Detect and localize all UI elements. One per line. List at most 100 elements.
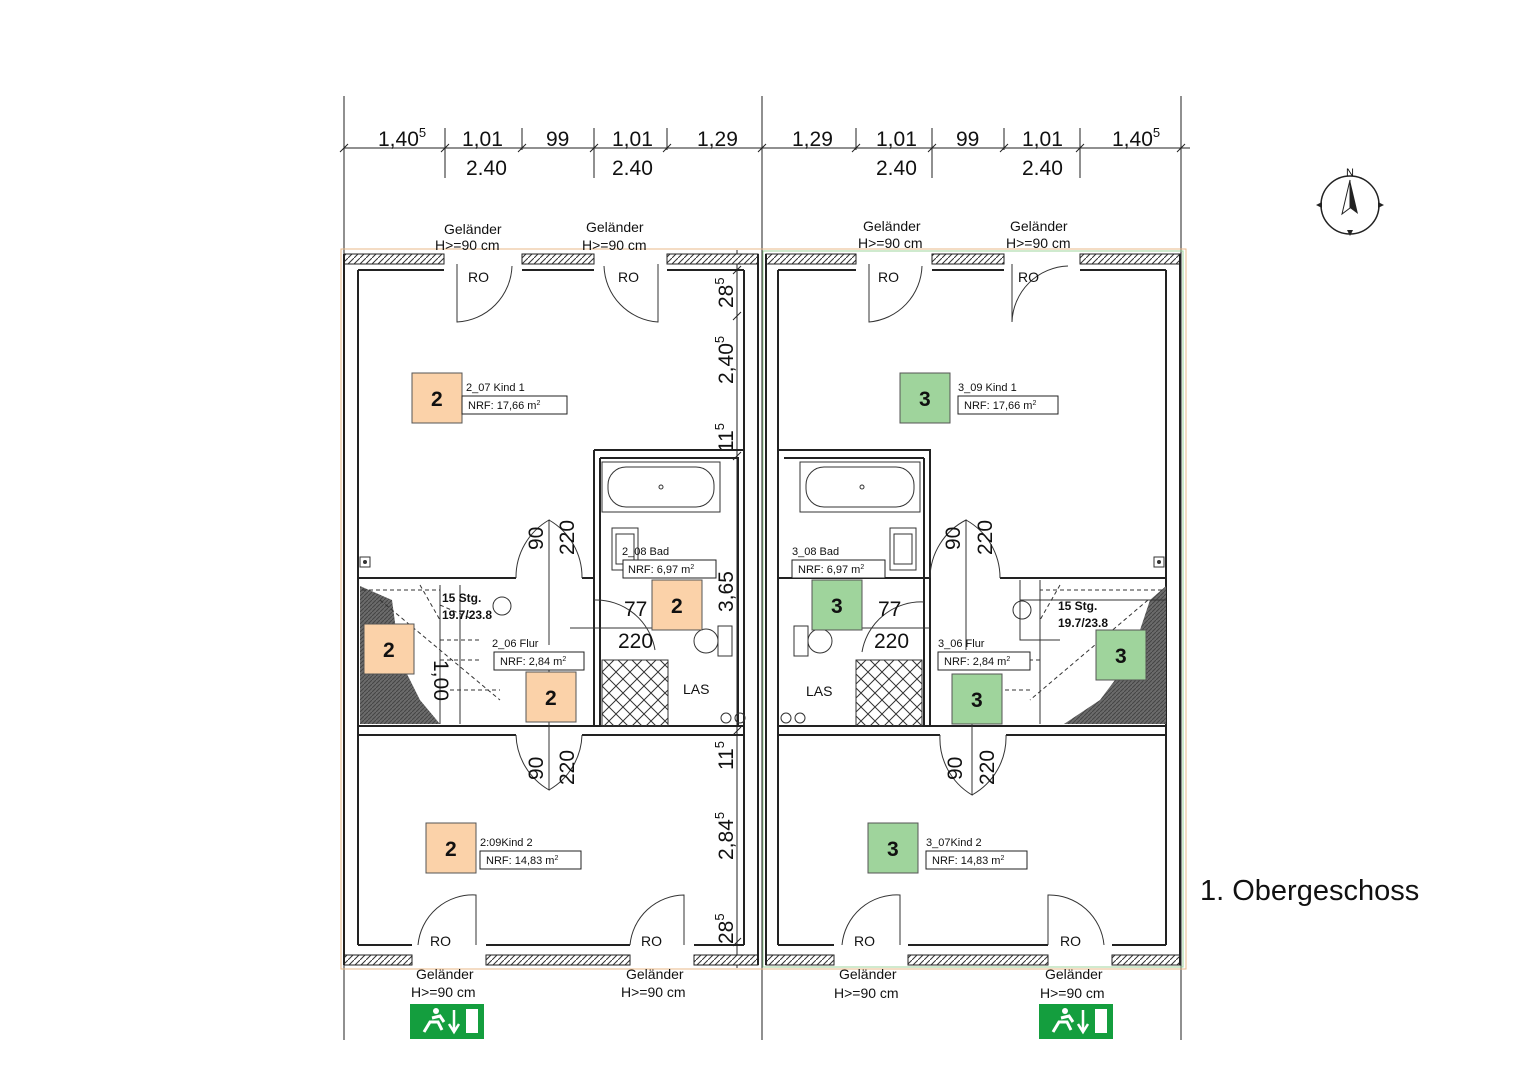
unit-badge-number: 3 xyxy=(831,595,843,618)
dim-top-left-3: 99 xyxy=(546,128,569,151)
stair-steps: 15 Stg. xyxy=(1058,599,1097,613)
room-area: NRF: 2,84 m2 xyxy=(500,656,566,668)
room-name: 2_06 Flur xyxy=(492,638,539,650)
door-width: 77 xyxy=(624,598,647,621)
unit-badge xyxy=(951,673,1003,725)
vertical-dimension-chain: 285 2,405 115 3,65 115 2,845 285 xyxy=(712,250,742,968)
dim-top-right-2: 1,01 xyxy=(876,128,917,151)
door-width: 90 xyxy=(942,527,965,550)
unit-badge-number: 3 xyxy=(1115,645,1127,668)
bathtub-icon xyxy=(601,461,721,513)
railing-height: H>=90 cm xyxy=(834,985,899,1001)
room-area: NRF: 2,84 m2 xyxy=(944,656,1010,668)
railing-label: Geländer xyxy=(839,966,897,982)
dim-vert-7: 285 xyxy=(712,913,738,944)
unit-badge-number: 2 xyxy=(671,595,683,618)
room-name: 3_06 Flur xyxy=(938,638,985,650)
toilet-icon xyxy=(693,625,733,657)
door-height: 220 xyxy=(976,750,999,785)
dim-bottom-right-1: 2.40 xyxy=(876,157,917,180)
room-name: 2_07 Kind 1 xyxy=(466,382,525,394)
door-height: 220 xyxy=(556,520,579,555)
room-name: 3_07Kind 2 xyxy=(926,837,982,849)
railing-labels: Geländer H>=90 cm Geländer H>=90 cm Gelä… xyxy=(411,218,1105,1001)
window-label: RO xyxy=(1018,269,1039,285)
shower-icon xyxy=(601,659,669,727)
outer-walls xyxy=(340,248,1187,970)
unit-badge-number: 2 xyxy=(431,388,443,411)
railing-label: Geländer xyxy=(863,218,921,234)
unit-badge xyxy=(899,372,951,424)
unit-badge xyxy=(425,822,477,874)
dim-top-left-4: 1,01 xyxy=(612,128,653,151)
railing-label: Geländer xyxy=(626,966,684,982)
door-width: 90 xyxy=(944,757,967,780)
unit-badge xyxy=(411,372,463,424)
stair-steps: 15 Stg. xyxy=(442,591,481,605)
dim-bottom-right-2: 2.40 xyxy=(1022,157,1063,180)
window-label: RO xyxy=(1060,933,1081,949)
dim-vert-5: 115 xyxy=(712,741,738,770)
stairs-right: 15 Stg. 19.7/23.8 xyxy=(980,580,1166,724)
dim-bottom-left-2: 2.40 xyxy=(612,157,653,180)
floor-title: 1. Obergeschoss xyxy=(1200,875,1419,907)
railing-height: H>=90 cm xyxy=(1006,235,1071,251)
unit-badge xyxy=(525,671,577,723)
dim-vert-3: 115 xyxy=(712,423,738,452)
window-label: RO xyxy=(854,933,875,949)
railing-label: Geländer xyxy=(586,219,644,235)
unit-badges: 2 2 2 2 2 3 3 3 3 3 xyxy=(363,372,1147,874)
dim-top-right-5: 1,405 xyxy=(1112,125,1160,151)
room-name: 3_09 Kind 1 xyxy=(958,382,1017,394)
unit-badge xyxy=(811,579,863,631)
room-name: 2_08 Bad xyxy=(622,546,669,558)
dim-top-right-3: 99 xyxy=(956,128,979,151)
unit-badge-number: 2 xyxy=(545,687,557,710)
railing-label: Geländer xyxy=(1045,966,1103,982)
railing-height: H>=90 cm xyxy=(435,237,500,253)
unit-badge xyxy=(867,822,919,874)
dim-vert-4: 3,65 xyxy=(715,571,738,612)
compass-north-label: N xyxy=(1346,167,1354,179)
stair-width: 1,00 xyxy=(429,660,452,701)
emergency-exit-icon xyxy=(410,1004,484,1039)
door-height: 220 xyxy=(974,520,997,555)
dim-top-right-4: 1,01 xyxy=(1022,128,1063,151)
dim-vert-6: 2,845 xyxy=(712,812,738,860)
unit-badge-number: 3 xyxy=(887,838,899,861)
stair-ratio: 19.7/23.8 xyxy=(1058,616,1108,630)
washbasin-icon xyxy=(889,527,917,571)
railing-label: Geländer xyxy=(416,966,474,982)
dimension-chain: 1,405 1,01 99 1,01 1,29 2.40 2.40 1,29 1… xyxy=(339,96,1190,1040)
dim-top-left-5: 1,29 xyxy=(697,128,738,151)
railing-label: Geländer xyxy=(444,221,502,237)
unit-badge-number: 3 xyxy=(919,388,931,411)
unit-badge-number: 2 xyxy=(383,639,395,662)
bathtub-icon xyxy=(799,461,921,513)
room-area: NRF: 14,83 m2 xyxy=(486,855,558,867)
unit-badge-number: 2 xyxy=(445,838,457,861)
railing-height: H>=90 cm xyxy=(411,984,476,1000)
door-height: 220 xyxy=(874,630,909,653)
unit-badge xyxy=(363,623,415,675)
room-area: NRF: 17,66 m2 xyxy=(964,400,1036,412)
door-width: 90 xyxy=(525,757,548,780)
dim-top-right-1: 1,29 xyxy=(792,128,833,151)
bath-fixtures: LAS LAS xyxy=(359,461,1165,727)
north-arrow-icon: N xyxy=(1316,167,1384,236)
room-labels: 2_07 Kind 1 NRF: 17,66 m2 2_08 Bad NRF: … xyxy=(461,382,1059,870)
railing-label: Geländer xyxy=(1010,218,1068,234)
door-width: 90 xyxy=(525,527,548,550)
unit-badge xyxy=(651,579,703,631)
stair-ratio: 19.7/23.8 xyxy=(442,608,492,622)
shower-icon xyxy=(855,659,923,727)
railing-height: H>=90 cm xyxy=(1040,985,1105,1001)
room-area: NRF: 6,97 m2 xyxy=(628,564,694,576)
door-height: 220 xyxy=(556,750,579,785)
utility-label: LAS xyxy=(806,683,832,699)
dim-vert-2: 2,405 xyxy=(712,336,738,384)
dim-top-left-1: 1,405 xyxy=(378,125,426,151)
emergency-exit-icon xyxy=(1039,1004,1113,1039)
interior-doors: 90 220 90 220 77 220 90 220 90 220 77 22… xyxy=(515,519,1007,796)
